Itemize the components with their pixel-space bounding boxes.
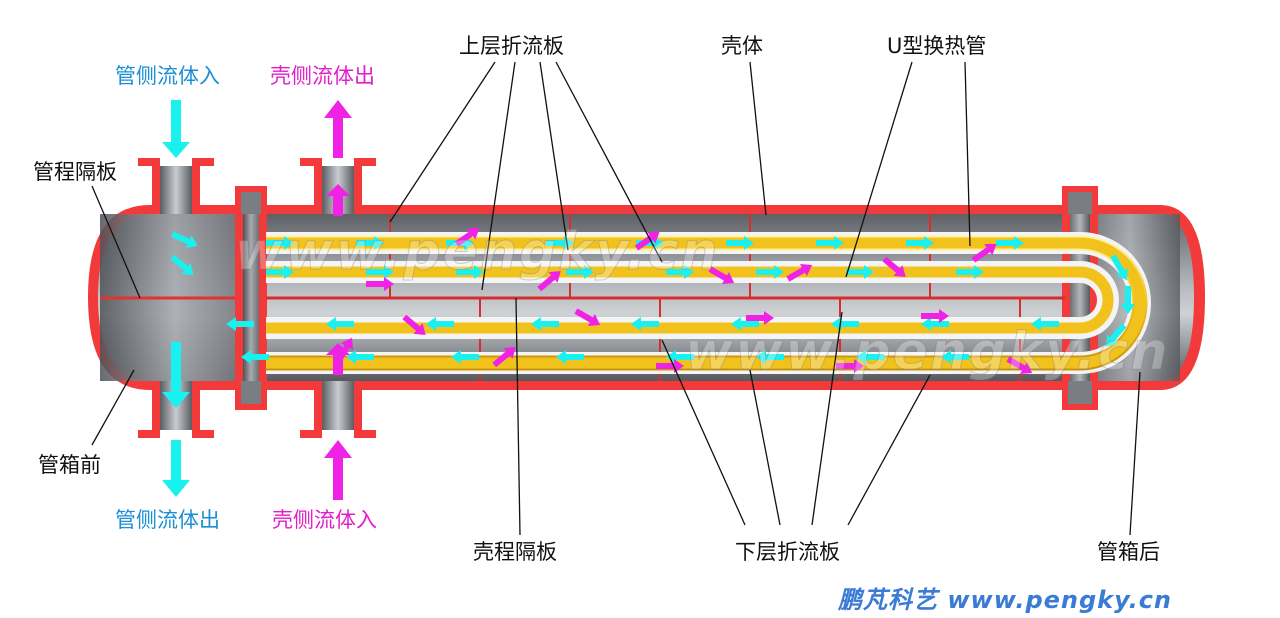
leader-lines — [91, 61, 1141, 536]
tube-flow-arrow — [356, 236, 384, 250]
tube-flow-arrow — [241, 350, 269, 364]
label-shell-partition: 壳程隔板 — [473, 540, 557, 564]
u-tubes — [266, 232, 1151, 374]
tube-flow-arrow — [266, 265, 294, 279]
shell-flow-arrow — [746, 311, 774, 325]
tube-flow-arrow — [816, 236, 844, 250]
shell-flow-arrow — [1006, 356, 1033, 375]
tube-flow-arrow — [756, 265, 784, 279]
tube-flow-arrow — [956, 265, 984, 279]
tube-flow-arrow — [1031, 317, 1059, 331]
shell-flow-arrow — [574, 308, 601, 327]
label-upper-baffle: 上层折流板 — [459, 34, 564, 58]
tube-flow-arrow — [1110, 254, 1129, 281]
tube-flow-arrow — [346, 350, 374, 364]
label-rear-head: 管箱后 — [1097, 540, 1160, 564]
tube-flow-arrow — [1106, 323, 1127, 347]
tube-flow-arrow — [846, 265, 874, 279]
tube-flow-arrow — [666, 350, 694, 364]
brand-caption: 鹏芃科艺 www.pengky.cn — [838, 586, 1173, 614]
shell-flow-arrow — [786, 263, 813, 282]
shell-flow-arrow — [708, 266, 735, 285]
label-shell: 壳体 — [721, 34, 763, 58]
shell-flow-arrow — [836, 359, 864, 373]
tube-flow-arrow — [556, 350, 584, 364]
tube-flow-arrow — [831, 317, 859, 331]
tube-flow-arrow — [226, 317, 254, 331]
tube-flow-arrow — [906, 236, 934, 250]
tube-flow-arrow — [856, 350, 884, 364]
shell-flow-arrow — [454, 227, 480, 247]
shell-flow-arrow — [634, 231, 660, 251]
label-front-head: 管箱前 — [38, 453, 101, 477]
label-lower-baffle: 下层折流板 — [735, 540, 840, 564]
tube-flow-arrow — [451, 350, 479, 364]
tube-flow-arrow — [726, 236, 754, 250]
shell-flow-arrow — [492, 347, 516, 368]
tube-flow-arrow — [666, 265, 694, 279]
label-tube-outlet: 管侧流体出 — [115, 508, 220, 532]
label-u-tube: U型换热管 — [887, 34, 987, 58]
shell-outlet-arrow — [324, 100, 352, 158]
shell-flow-arrow — [656, 359, 684, 373]
shell-flow-arrow — [882, 256, 906, 277]
tube-flow-arrow — [366, 265, 394, 279]
label-tube-inlet: 管侧流体入 — [115, 64, 220, 88]
shell-inlet-arrow — [324, 440, 352, 500]
shell-flow-arrow — [366, 277, 394, 291]
label-shell-inlet: 壳侧流体入 — [272, 508, 377, 532]
tube-flow-arrow — [456, 265, 484, 279]
tube-inlet-arrow — [162, 100, 190, 158]
tube-flow-arrow — [996, 236, 1024, 250]
tube-flow-arrow — [731, 317, 759, 331]
tube-inlet-nozzle — [138, 158, 214, 214]
shell-flow-arrow — [402, 314, 426, 335]
tube-flow-arrow — [1121, 286, 1135, 314]
shell-side-flow-arrows — [335, 227, 1033, 375]
tube-flow-arrow — [171, 231, 198, 249]
tube-flow-arrow — [566, 265, 594, 279]
watermark-bottom: www.pengky.cn — [685, 322, 1170, 383]
tube-flow-arrow — [426, 317, 454, 331]
tube-flow-arrow — [941, 350, 969, 364]
tube-flow-arrow — [756, 350, 784, 364]
tube-flow-arrow — [326, 317, 354, 331]
shell-flow-arrow — [537, 271, 561, 292]
tube-flow-arrow — [631, 317, 659, 331]
shell-outlet-nozzle — [300, 158, 376, 214]
watermark-top: www.pengky.cn — [235, 222, 720, 283]
shell-flow-arrow — [921, 309, 949, 323]
label-tube-partition: 管程隔板 — [33, 160, 117, 184]
nozzle-arrows — [162, 100, 352, 500]
label-shell-outlet: 壳侧流体出 — [270, 64, 375, 88]
tube-flow-arrow — [531, 317, 559, 331]
tube-flow-arrow — [170, 254, 194, 275]
tube-outlet-arrow — [162, 440, 190, 497]
tube-side-flow-arrows — [170, 231, 1135, 364]
shell-inlet-nozzle — [300, 381, 376, 438]
tube-flow-arrow — [636, 236, 664, 250]
shell-flow-arrow — [971, 243, 997, 263]
tube-flow-arrow — [921, 317, 949, 331]
tube-flow-arrow — [266, 236, 294, 250]
